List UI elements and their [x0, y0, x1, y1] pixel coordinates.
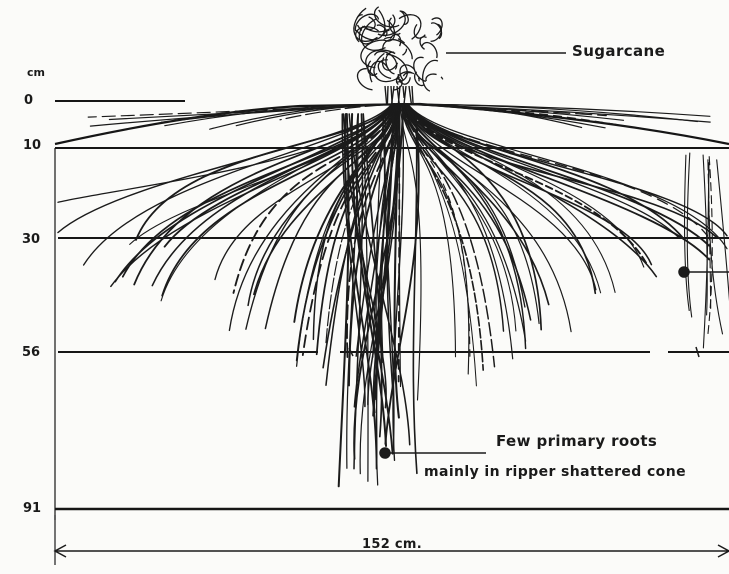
primary-root — [413, 114, 417, 473]
crown-loop — [426, 74, 443, 81]
root-mass — [58, 104, 729, 486]
crown-loop — [423, 60, 438, 91]
edge-root — [687, 153, 691, 317]
spreading-root — [408, 104, 708, 236]
root-note-line2: mainly in ripper shattered cone — [424, 464, 686, 480]
root-note-line1: Few primary roots — [496, 432, 657, 450]
depth-label-10: 10 — [23, 138, 41, 153]
sugarcane-crown — [354, 7, 443, 104]
width-label: 152 cm. — [362, 537, 422, 552]
spreading-root — [248, 104, 396, 305]
depth-label-30: 30 — [22, 232, 40, 247]
crown-loop — [375, 7, 400, 27]
depth-unit-label: cm — [27, 66, 45, 79]
depth-label-0: 0 — [24, 93, 33, 108]
sugarcane-label: Sugarcane — [572, 42, 665, 60]
crown-loop — [422, 43, 437, 58]
edge-root — [717, 160, 729, 323]
depth-label-56: 56 — [22, 345, 40, 360]
surface-root — [109, 104, 400, 120]
stem-line — [385, 86, 387, 104]
stem-line — [409, 86, 411, 104]
stem-line — [412, 86, 413, 104]
root-note-dot — [380, 448, 390, 458]
stem-line — [404, 86, 406, 104]
stem-line — [387, 86, 388, 104]
depth-label-91: 91 — [23, 501, 41, 516]
side-dot — [679, 267, 689, 277]
spreading-root — [407, 104, 709, 260]
